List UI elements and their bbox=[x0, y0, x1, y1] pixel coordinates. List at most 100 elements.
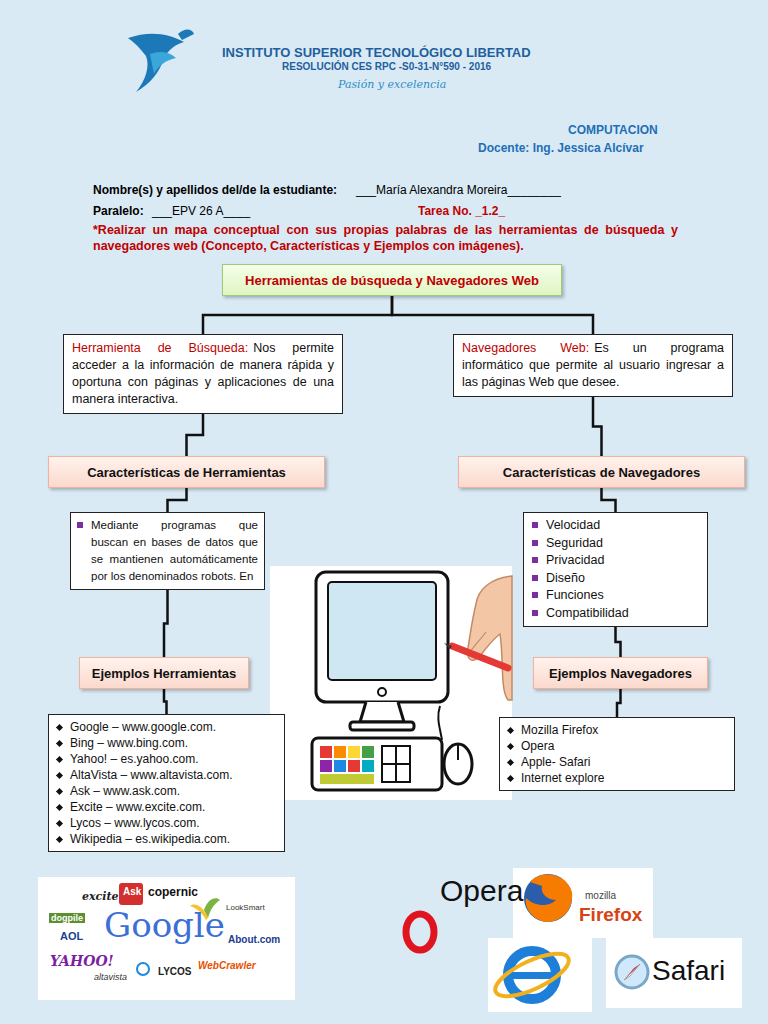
course-name: COMPUTACION bbox=[568, 123, 658, 137]
resolution: RESOLUCIÓN CES RPC -S0-31-N°590 - 2016 bbox=[282, 61, 491, 72]
concept-heading: Navegadores Web: bbox=[462, 341, 589, 355]
field-label: Paralelo: bbox=[93, 204, 144, 218]
feature-list: VelocidadSeguridadPrivacidadDiseñoFuncio… bbox=[523, 512, 708, 627]
teacher-name: Docente: Ing. Jessica Alcívar bbox=[478, 141, 644, 155]
example-list: Google – www.google.com.Bing – www.bing.… bbox=[48, 714, 285, 852]
feature-text: Compatibilidad bbox=[546, 605, 629, 623]
list-item: Wikipedia – es.wikipedia.com. bbox=[57, 831, 276, 847]
example-text: Excite – www.excite.com. bbox=[70, 799, 205, 815]
example-text: Ask – www.ask.com. bbox=[70, 783, 180, 799]
bullet bbox=[56, 804, 63, 811]
example-text: Lycos – www.lycos.com. bbox=[70, 815, 200, 831]
connector bbox=[392, 296, 593, 334]
example-text: Yahoo! – es.yahoo.com. bbox=[70, 751, 199, 767]
field-label: Nombre(s) y apellidos del/de la estudian… bbox=[93, 183, 337, 197]
example-text: Wikipedia – es.wikipedia.com. bbox=[70, 831, 230, 847]
category-heading: Características de Navegadores bbox=[503, 465, 700, 480]
list-item: Privacidad bbox=[532, 552, 699, 570]
logo-word: dogpile bbox=[49, 913, 85, 923]
bullet bbox=[507, 743, 514, 750]
connector bbox=[164, 689, 167, 714]
category-heading: Ejemplos Herramientas bbox=[92, 666, 237, 681]
motto: Pasión y excelencia bbox=[338, 78, 446, 91]
connector bbox=[593, 397, 602, 456]
example-text: Google – www.google.com. bbox=[70, 719, 216, 735]
list-item: Compatibilidad bbox=[532, 605, 699, 623]
bullet bbox=[56, 724, 63, 731]
logo-word: Ask bbox=[123, 886, 141, 897]
list-item: Internet explore bbox=[508, 770, 726, 786]
browser-logos bbox=[406, 868, 742, 1012]
field-value: ___María Alexandra Moreira________ bbox=[356, 183, 561, 197]
task-number: Tarea No. _1.2_ bbox=[418, 204, 505, 218]
bullet bbox=[56, 820, 63, 827]
concept-box: Herramienta de Búsqueda:Nos permite acce… bbox=[63, 334, 343, 414]
computer-drawing bbox=[270, 566, 512, 800]
list-item: Bing – www.bing.com. bbox=[57, 735, 276, 751]
logo-word: LYCOS bbox=[158, 966, 192, 977]
search-logos-collage bbox=[38, 877, 295, 1000]
list-item: Diseño bbox=[532, 570, 699, 588]
category-box: Características de Herramientas bbox=[48, 456, 325, 488]
feature-text: Seguridad bbox=[546, 535, 603, 553]
logo-word: About.com bbox=[228, 934, 280, 945]
concept-box: Navegadores Web:Es un programa informáti… bbox=[453, 334, 733, 397]
connector bbox=[203, 296, 392, 334]
logo-word: WebCrawler bbox=[198, 960, 256, 971]
bullet bbox=[56, 836, 63, 843]
bullet bbox=[532, 522, 538, 528]
feature-text: Mediante programas que buscan en bases d… bbox=[91, 517, 258, 585]
title-box: Herramientas de búsqueda y Navegadores W… bbox=[222, 264, 562, 296]
logo-word: Google bbox=[104, 905, 225, 945]
list-item: Mozilla Firefox bbox=[508, 722, 726, 738]
feature-text: Privacidad bbox=[546, 552, 604, 570]
logo-word: Safari bbox=[652, 955, 725, 987]
bullet bbox=[56, 740, 63, 747]
example-text: Internet explore bbox=[521, 770, 604, 786]
list-item: Velocidad bbox=[532, 517, 699, 535]
bullet bbox=[77, 522, 83, 528]
bullet bbox=[507, 775, 514, 782]
feature-text: Diseño bbox=[546, 570, 585, 588]
bullet bbox=[56, 756, 63, 763]
bullet bbox=[56, 788, 63, 795]
institute-logo bbox=[128, 30, 194, 93]
bullet bbox=[532, 592, 538, 598]
connector bbox=[164, 590, 168, 657]
list-item: Excite – www.excite.com. bbox=[57, 799, 276, 815]
list-item: Lycos – www.lycos.com. bbox=[57, 815, 276, 831]
example-text: Opera bbox=[521, 738, 554, 754]
list-item: Apple- Safari bbox=[508, 754, 726, 770]
list-item: Seguridad bbox=[532, 535, 699, 553]
feature-text: Velocidad bbox=[546, 517, 600, 535]
category-box: Características de Navegadores bbox=[458, 456, 745, 488]
category-box: Ejemplos Navegadores bbox=[533, 657, 708, 689]
example-text: Bing – www.bing.com. bbox=[70, 735, 188, 751]
concept-heading: Herramienta de Búsqueda: bbox=[72, 341, 248, 355]
feature-text: Funciones bbox=[546, 587, 604, 605]
instruction: *Realizar un mapa conceptual con sus pro… bbox=[93, 222, 678, 254]
list-item: Yahoo! – es.yahoo.com. bbox=[57, 751, 276, 767]
bullet bbox=[507, 727, 514, 734]
logo-word: altavista bbox=[94, 972, 127, 982]
list-item: AltaVista – www.altavista.com. bbox=[57, 767, 276, 783]
connector bbox=[616, 627, 621, 657]
map-title: Herramientas de búsqueda y Navegadores W… bbox=[245, 273, 539, 288]
logo-word: mozilla bbox=[585, 890, 616, 901]
list-item: Funciones bbox=[532, 587, 699, 605]
logo-word: excite bbox=[82, 890, 119, 903]
logo-word: LookSmart bbox=[226, 903, 265, 912]
connector bbox=[602, 488, 616, 512]
category-heading: Características de Herramientas bbox=[87, 465, 286, 480]
example-text: AltaVista – www.altavista.com. bbox=[70, 767, 233, 783]
connector bbox=[617, 689, 621, 717]
bullet bbox=[56, 772, 63, 779]
bullet bbox=[532, 540, 538, 546]
bullet bbox=[532, 557, 538, 563]
list-item: Google – www.google.com. bbox=[57, 719, 276, 735]
feature-box: Mediante programas que buscan en bases d… bbox=[70, 512, 265, 590]
logo-word: YAHOO! bbox=[50, 953, 114, 969]
bullet bbox=[507, 759, 514, 766]
category-heading: Ejemplos Navegadores bbox=[549, 666, 692, 681]
example-list: Mozilla FirefoxOperaApple- SafariInterne… bbox=[499, 717, 735, 791]
